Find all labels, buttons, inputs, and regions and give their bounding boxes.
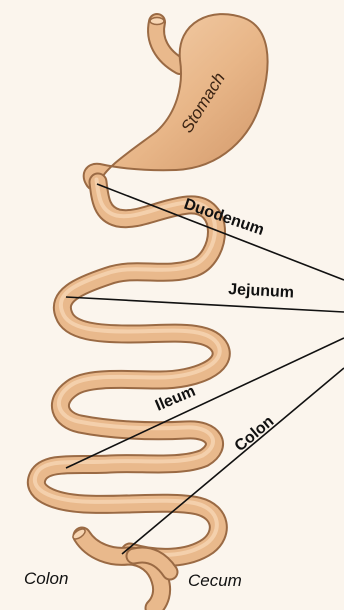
intestine-tube bbox=[35, 180, 221, 558]
label-jejunum: Jejunum bbox=[228, 281, 295, 301]
cecum-junction bbox=[71, 527, 170, 608]
leader-jejunum bbox=[66, 297, 344, 312]
label-colon: Colon bbox=[24, 569, 68, 588]
esophagus bbox=[150, 18, 180, 67]
label-cecum: Cecum bbox=[188, 571, 242, 590]
stomach-organ bbox=[84, 14, 268, 189]
label-colon-diagonal: Colon bbox=[232, 413, 278, 455]
